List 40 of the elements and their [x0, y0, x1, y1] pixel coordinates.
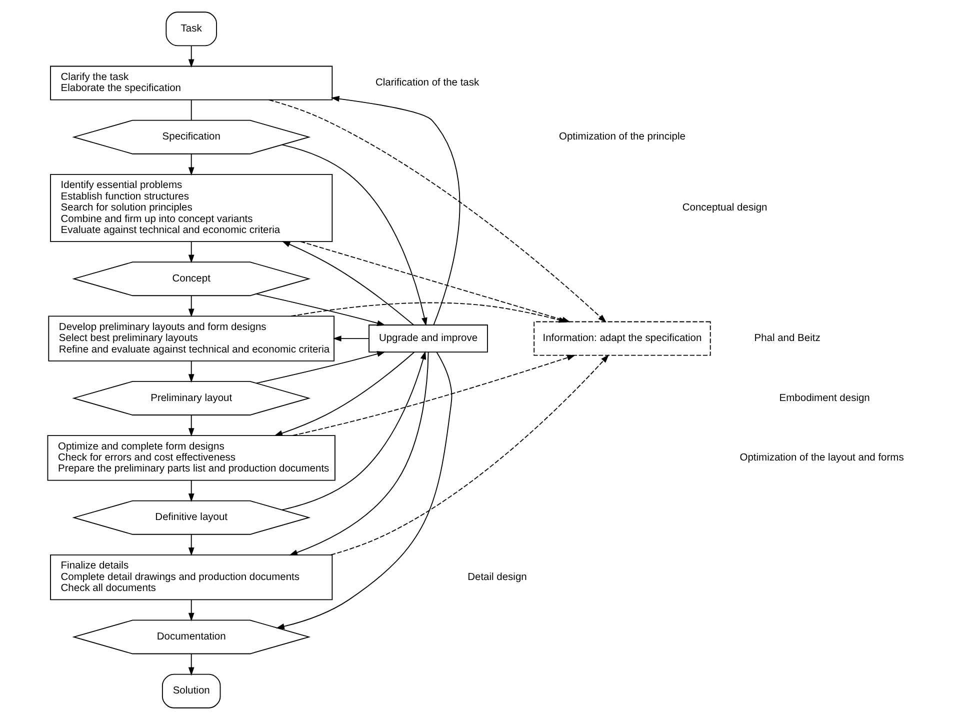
node-box: Solution	[162, 674, 221, 708]
connector	[190, 99, 192, 121]
arrow	[256, 293, 386, 326]
node-box: Task	[166, 12, 217, 46]
arrow	[188, 45, 194, 68]
arrow	[330, 96, 460, 326]
arrow	[188, 534, 194, 556]
arrow	[282, 350, 426, 510]
label: Embodiment design	[779, 392, 870, 404]
label: Clarification of the task	[375, 78, 480, 89]
arrow	[282, 144, 428, 326]
arrow	[188, 360, 194, 383]
label: Detail design	[468, 572, 527, 583]
arrow	[289, 352, 429, 556]
node-box: Finalize details Complete detail drawings and production documents Check all documents	[50, 554, 333, 600]
node-box: Optimize and complete form designs Check for errors and cost effectiveness Prepare the preliminary parts list and production documents	[47, 435, 336, 481]
arrow	[188, 295, 194, 318]
node-box: Upgrade and improve	[368, 324, 488, 353]
arrow	[188, 599, 194, 622]
arrow	[188, 480, 194, 502]
node-box: Identify essential problems Establish function structures Search for solution principles Combine and firm up into concept variants Evaluate against technical and economic criteria	[50, 174, 333, 242]
arrow	[188, 653, 194, 676]
arrow	[330, 354, 609, 556]
arrow	[282, 241, 414, 326]
arrow	[292, 354, 576, 436]
arrow	[276, 352, 452, 630]
arrow	[188, 154, 194, 176]
label: Optimization of the layout and forms	[740, 452, 904, 464]
label: Conceptual design	[682, 202, 768, 214]
arrow	[188, 414, 194, 437]
node-box: Clarify the task Elaborate the specification	[50, 66, 333, 100]
label: Optimization of the principle	[558, 132, 686, 143]
arrow	[290, 302, 568, 323]
arrow	[332, 336, 370, 342]
arrow	[274, 352, 415, 436]
node-box: Develop preliminary layouts and form designs Select best preliminary layouts Refine and evaluate against technical and economic criteria	[48, 316, 335, 362]
label: Phal and Beitz	[754, 333, 820, 344]
arrow	[256, 351, 386, 384]
node-box: Information: adapt the specification	[534, 321, 711, 356]
arrow	[188, 241, 194, 264]
